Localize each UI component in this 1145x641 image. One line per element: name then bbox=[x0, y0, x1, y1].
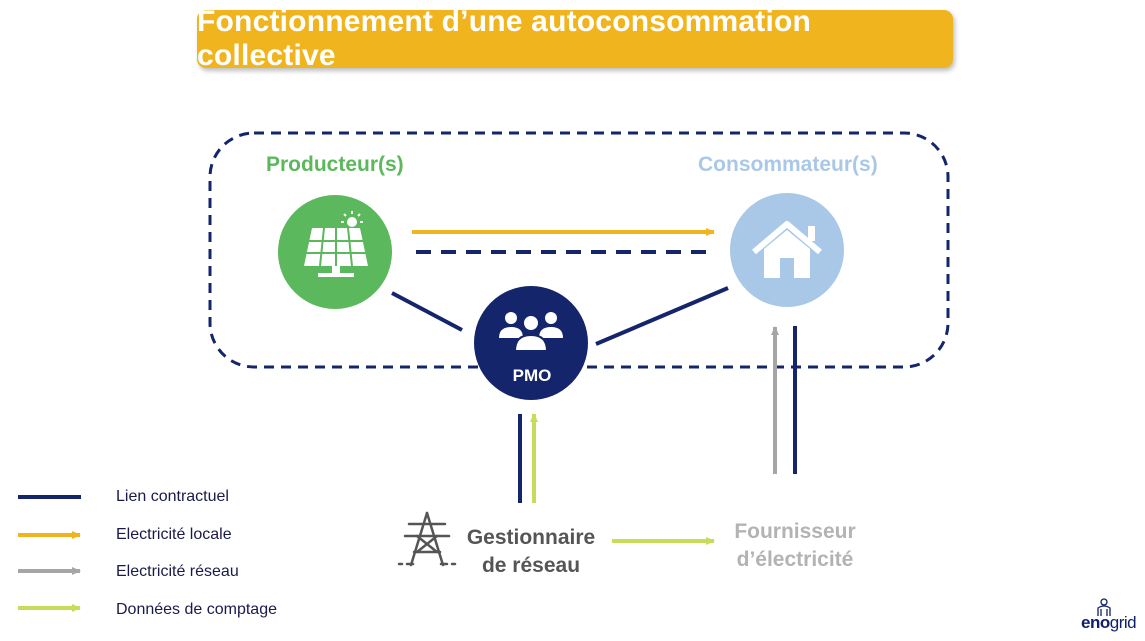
legend-glyphs bbox=[18, 495, 81, 612]
legend-label-contract: Lien contractuel bbox=[116, 488, 229, 505]
consumer-label: Consommateur(s) bbox=[698, 153, 878, 176]
pmo-label: PMO bbox=[512, 366, 552, 385]
consumer-pmo-link bbox=[595, 286, 729, 346]
logo-part2: grid bbox=[1109, 613, 1137, 632]
legend-label-grid-electricity: Electricité réseau bbox=[116, 563, 239, 580]
grid-operator-label: Gestionnaire de réseau bbox=[458, 524, 604, 580]
grid-operator-label-line1: Gestionnaire bbox=[466, 526, 596, 549]
legend-label-local-electricity: Electricité locale bbox=[116, 526, 232, 543]
supplier-label-line2: d’électricité bbox=[736, 548, 854, 571]
producer-pmo-link bbox=[391, 291, 463, 332]
grid-operator-label-line2: de réseau bbox=[481, 554, 581, 577]
title-banner: Fonctionnement d’une autoconsommation co… bbox=[197, 5, 953, 72]
supplier-label-line1: Fournisseur bbox=[734, 520, 856, 543]
enogrid-logo-mark bbox=[1097, 598, 1111, 616]
producer-label: Producteur(s) bbox=[266, 153, 404, 176]
logo-part1: eno bbox=[1081, 613, 1110, 632]
page-title: Fonctionnement d’une autoconsommation co… bbox=[197, 5, 812, 72]
consumer-node bbox=[730, 193, 844, 307]
solar-panel-icon bbox=[304, 211, 368, 277]
producer-node bbox=[278, 195, 392, 309]
supplier-label: Fournisseur d’électricité bbox=[722, 518, 868, 574]
people-group-icon bbox=[499, 312, 563, 352]
pmo-node bbox=[474, 286, 588, 400]
enogrid-logo: enogrid bbox=[1081, 613, 1137, 633]
house-icon bbox=[752, 221, 822, 278]
power-pylon-icon bbox=[397, 511, 457, 567]
legend-label-metering-data: Données de comptage bbox=[116, 601, 277, 618]
